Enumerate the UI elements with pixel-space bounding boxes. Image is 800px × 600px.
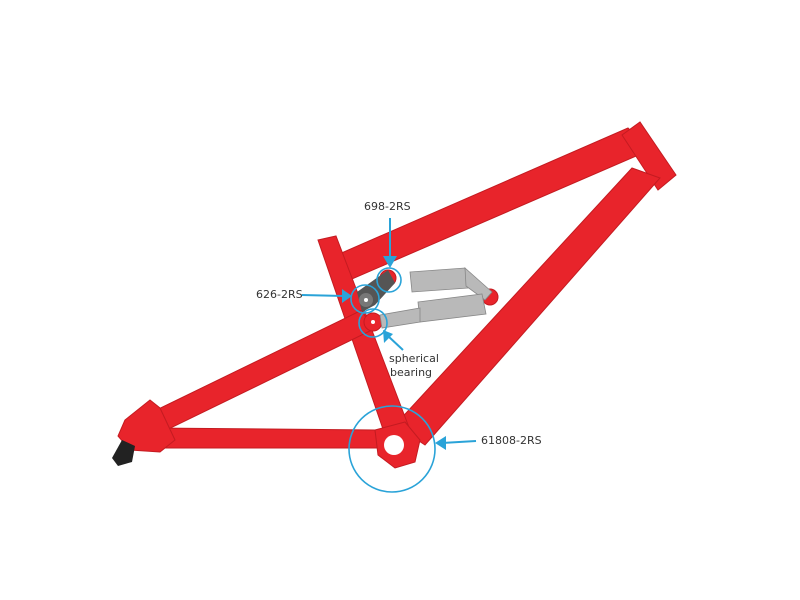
label-61808-2rs: 61808-2RS xyxy=(481,434,542,447)
arrow-61808 xyxy=(441,440,477,444)
frame xyxy=(117,121,677,469)
arrowhead-icon xyxy=(342,289,352,303)
chainstay xyxy=(149,427,379,449)
arrow-626 xyxy=(301,294,345,297)
arrowhead-icon xyxy=(383,330,393,343)
rear-dropout xyxy=(117,399,176,453)
pivot-hole xyxy=(371,320,375,324)
arrowhead-icon xyxy=(435,436,446,450)
label-698-2rs: 698-2RS xyxy=(364,200,411,213)
callouts xyxy=(301,218,477,493)
down-tube xyxy=(394,167,661,446)
pivot-hole xyxy=(364,298,368,302)
shock-reservoir-arm xyxy=(464,267,493,301)
arrowhead-icon xyxy=(383,256,397,268)
callout-circle-698 xyxy=(376,267,402,293)
shock-absorber xyxy=(379,267,493,329)
derailleur-hanger-icon xyxy=(112,440,135,466)
callout-circle-61808 xyxy=(348,405,436,493)
arrow-spherical xyxy=(387,335,404,351)
head-tube xyxy=(621,121,677,191)
arrowheads xyxy=(342,256,446,450)
shock-reservoir xyxy=(409,267,469,293)
hanger xyxy=(112,440,135,466)
callout-circle-spherical xyxy=(358,308,388,338)
label-bearing: bearing xyxy=(390,366,432,379)
label-626-2rs: 626-2RS xyxy=(256,288,303,301)
seatstay xyxy=(139,309,373,439)
shock-body xyxy=(417,293,487,323)
bb-bore xyxy=(384,435,404,455)
label-spherical: spherical xyxy=(389,352,439,365)
callout-circle-626 xyxy=(350,284,380,314)
shock-shaft xyxy=(379,307,421,329)
